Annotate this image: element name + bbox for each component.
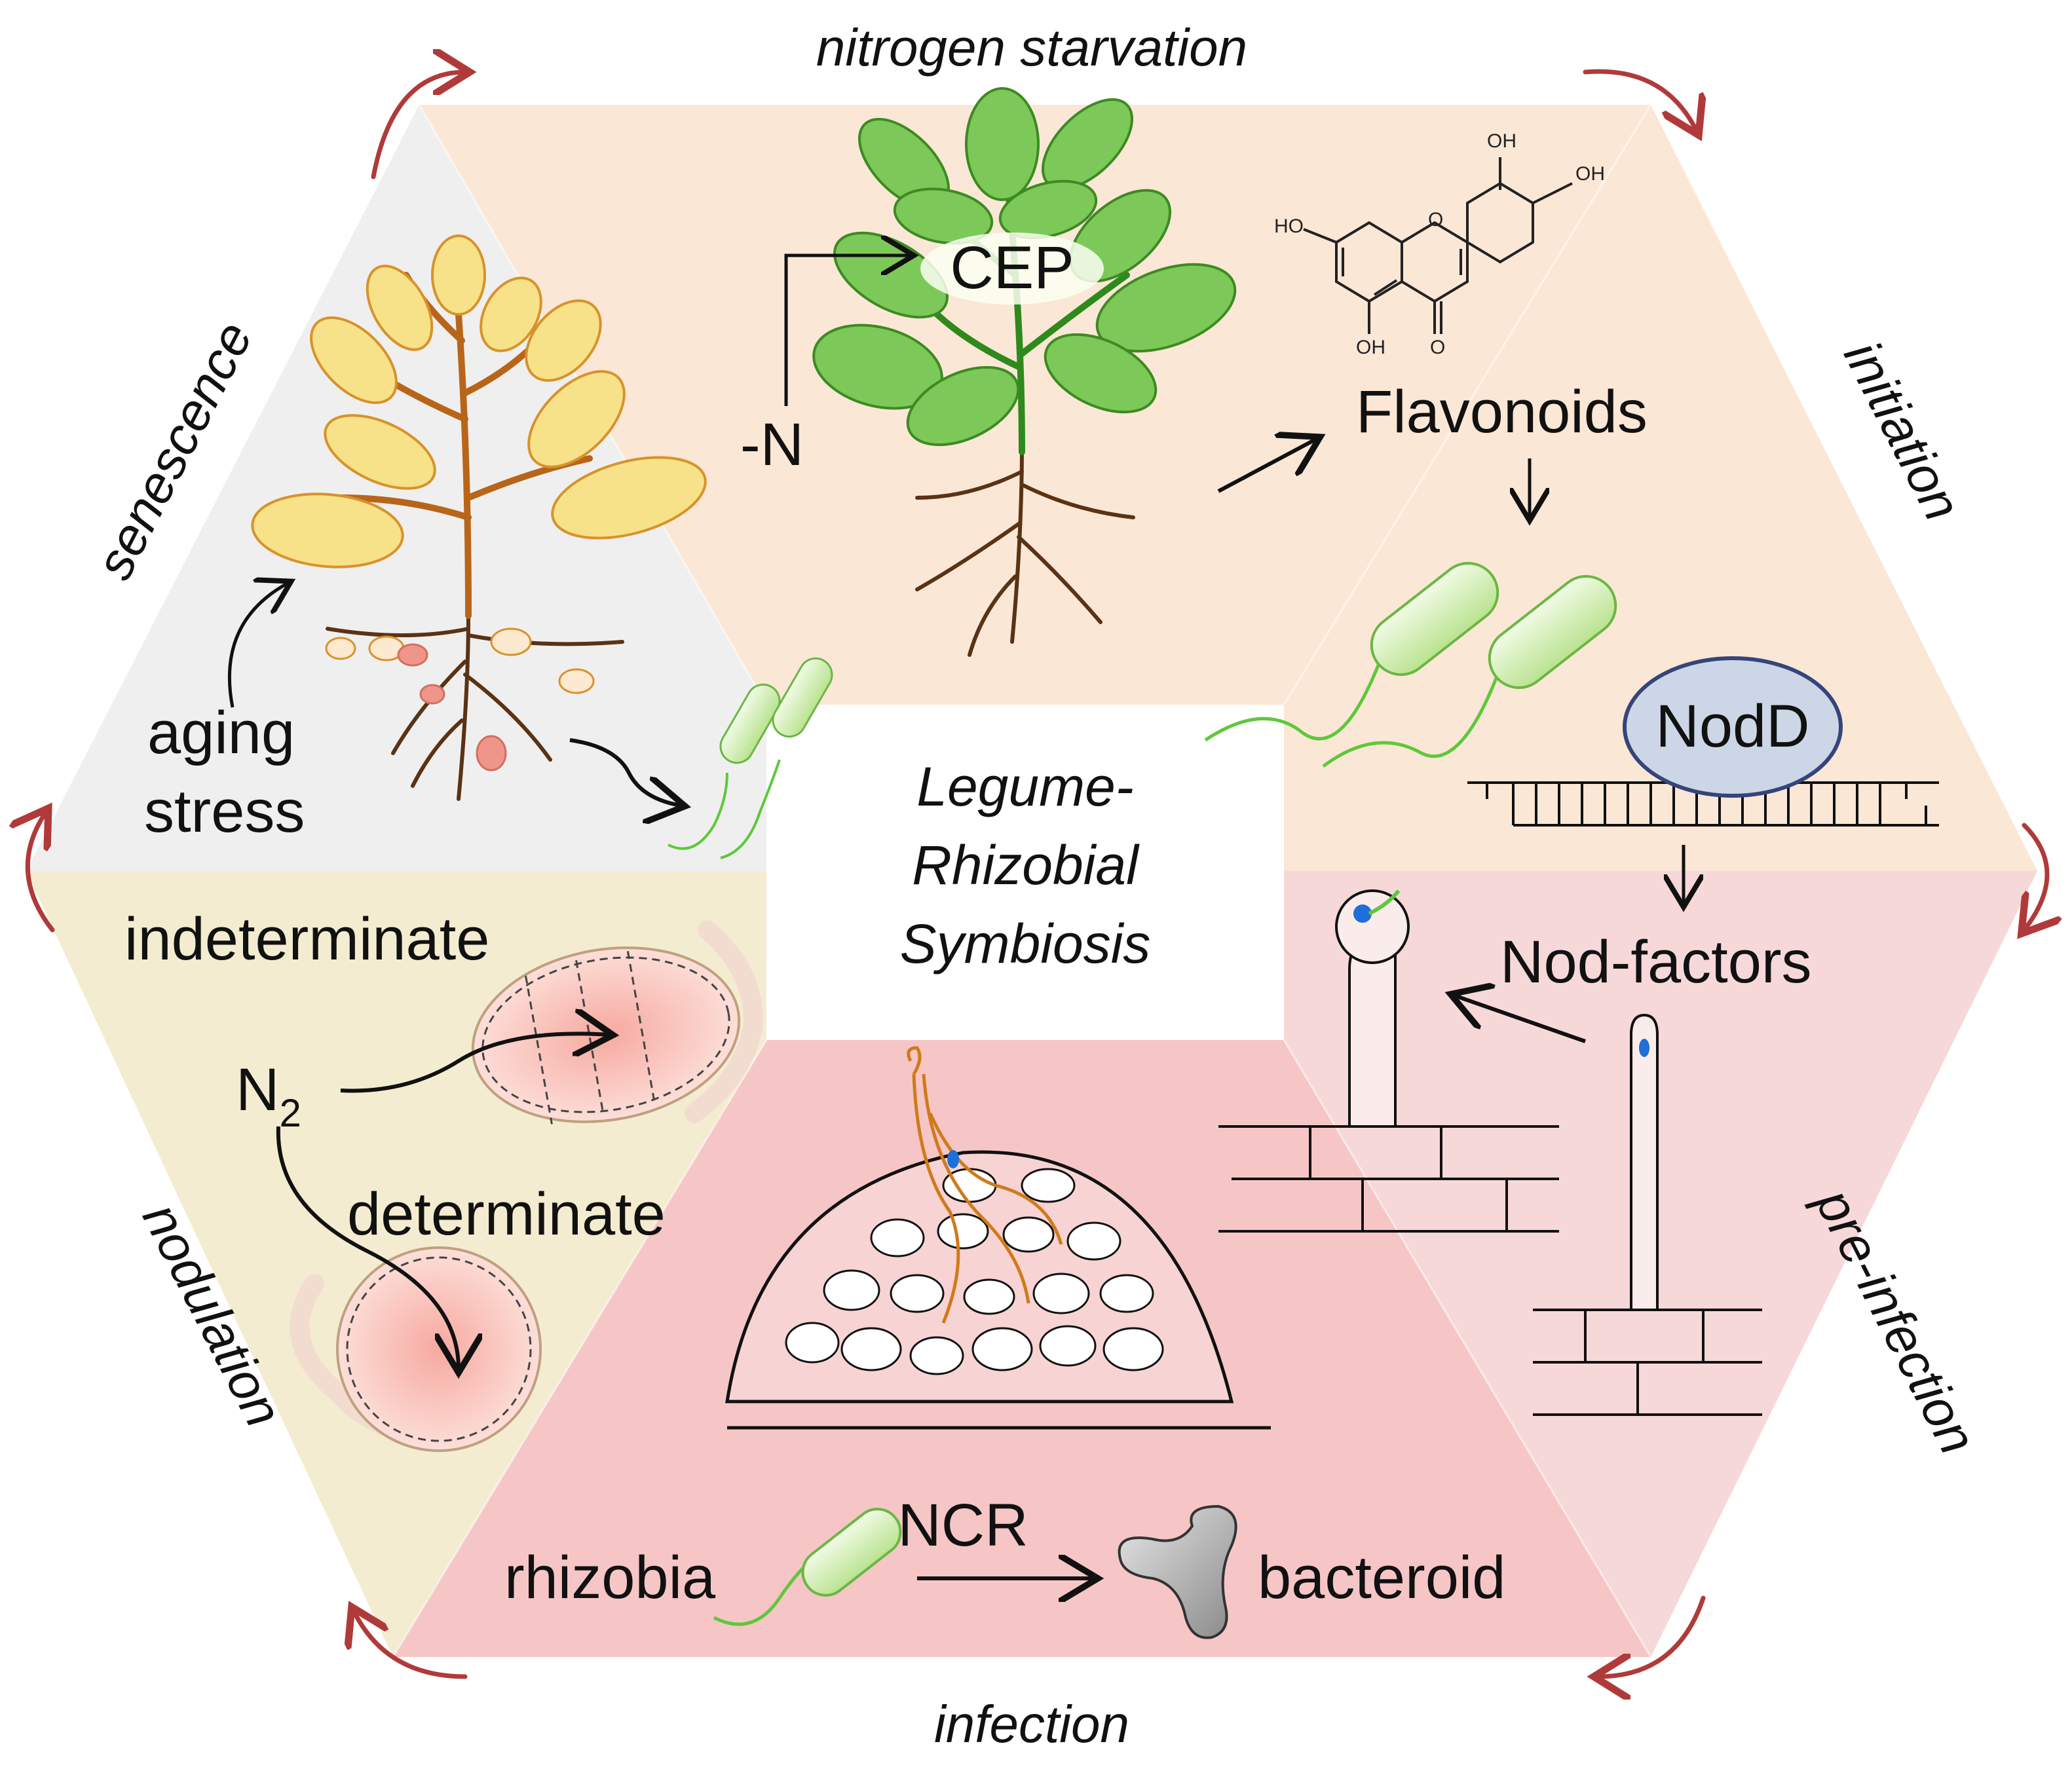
stage-label-infection: infection (934, 1695, 1129, 1753)
n2-base: N (236, 1056, 279, 1123)
cycle-arrows (28, 71, 2047, 1677)
nodd-protein-icon (1623, 656, 1843, 798)
chem-oh-right: OH (1575, 163, 1605, 185)
aging-label: aging (147, 699, 295, 766)
cycle-arrow-bottom-right (1598, 1595, 1706, 1677)
stage-label-nitrogen-starvation: nitrogen starvation (816, 18, 1247, 77)
chem-o-ring: O (1428, 209, 1443, 231)
cycle-arrow-left (28, 812, 55, 933)
rhizobia-label: rhizobia (504, 1544, 716, 1611)
cycle-arrow-right (2024, 823, 2047, 930)
plant-to-flavonoids-arrow (1217, 439, 1317, 493)
center-title-line2: Rhizobial (912, 834, 1140, 896)
cycle-arrow-top-right (1583, 69, 1697, 131)
senescent-plant-icon (251, 234, 707, 801)
sector-pre-infection (1284, 871, 2037, 1657)
epidermal-cells-icon (1218, 1125, 1762, 1416)
center-title-line3: Symbiosis (900, 913, 1151, 975)
n2-label: N2 (236, 1056, 301, 1135)
center-hexagon (766, 705, 1284, 1040)
rhizobium-bacterium-icon (713, 1508, 902, 1626)
chem-ho-left: HO (1274, 215, 1304, 237)
stage-label-pre-infection: pre-infection (1804, 1178, 1987, 1462)
determinate-label: determinate (347, 1181, 666, 1248)
minus-n-to-cep-arrow (784, 255, 911, 406)
nodd-label: NodD (1655, 693, 1809, 760)
bacteroid-icon (1118, 1504, 1237, 1639)
minus-n-label: -N (740, 411, 804, 478)
flavonoid-structure-icon (1303, 157, 1573, 334)
nod-factors-arrow (1454, 995, 1586, 1043)
bacteroid-label: bacteroid (1258, 1544, 1505, 1611)
flavonoids-label: Flavonoids (1356, 379, 1648, 445)
n2-to-determinate-arrow (276, 1126, 459, 1369)
ncr-label: NCR (897, 1492, 1028, 1559)
cycle-arrow-top-left (371, 72, 465, 179)
aging-to-plant-arrow (227, 583, 288, 708)
chem-o-ketone: O (1430, 337, 1445, 358)
indeterminate-label: indeterminate (124, 906, 489, 973)
sector-initiation (1284, 105, 2037, 871)
n2-subscript: 2 (279, 1091, 301, 1135)
plant-to-bacteria-arrow (569, 738, 681, 806)
nod-factors-label: Nod-factors (1500, 929, 1812, 995)
chem-oh-top: OH (1487, 130, 1516, 152)
root-hair-straight-icon (1630, 1013, 1659, 1310)
center-title-line1: Legume- (916, 756, 1134, 817)
chem-oh-bottom: OH (1356, 337, 1385, 358)
bacteria-icon (1204, 561, 1617, 768)
hexagon-sectors (26, 104, 2037, 1658)
cep-label: CEP (950, 234, 1074, 301)
stress-label: stress (144, 778, 305, 845)
cycle-arrow-bottom-left (354, 1611, 468, 1679)
released-bacteria-icon (668, 657, 833, 859)
n2-to-indeterminate-arrow (340, 1033, 609, 1093)
stage-label-initiation: initiation (1833, 332, 1972, 530)
root-hair-curled-icon (1335, 889, 1410, 1126)
nodule-cross-section-icon (725, 1046, 1271, 1430)
